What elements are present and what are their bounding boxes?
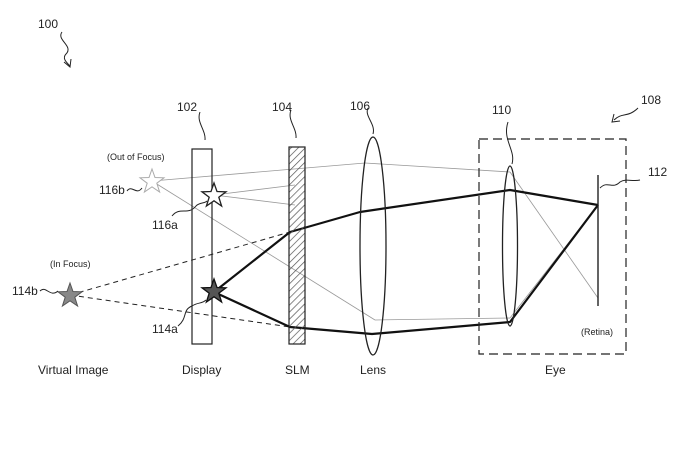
display-ref-leader xyxy=(199,112,205,140)
retina-ref-label: 112 xyxy=(648,165,667,179)
eye-ref-label: 108 xyxy=(641,93,661,107)
in-focus-star-leader xyxy=(40,289,58,293)
eye-ref-leader xyxy=(614,108,638,120)
eye-lens-ref-label: 110 xyxy=(492,103,511,117)
out-of-focus-virtual-star-icon xyxy=(140,169,164,192)
out-of-focus-label: (Out of Focus) xyxy=(107,152,165,162)
eye-lens-ref-leader xyxy=(506,122,512,164)
display-upper-star-icon xyxy=(202,183,226,206)
display-caption: Display xyxy=(182,363,221,377)
out-of-focus-star-ref: 116b xyxy=(99,183,125,197)
virtual-image-caption: Virtual Image xyxy=(38,363,109,377)
lens-element xyxy=(360,137,386,355)
eye-caption: Eye xyxy=(545,363,566,377)
display-upper-star-leader xyxy=(172,201,207,216)
display-panel xyxy=(192,149,212,344)
display-lower-star-icon xyxy=(202,279,226,302)
lens-caption: Lens xyxy=(360,363,386,377)
out-of-focus-star-leader xyxy=(127,188,142,191)
retina-ref-leader xyxy=(600,180,640,188)
slm-ref-leader xyxy=(290,110,296,138)
in-focus-rays xyxy=(214,190,598,334)
in-focus-virtual-star-icon xyxy=(58,283,82,306)
lens-ref-label: 106 xyxy=(350,99,370,113)
display-ref-label: 102 xyxy=(177,100,197,114)
slm-caption: SLM xyxy=(285,363,310,377)
figure-ref-leader xyxy=(61,32,70,66)
in-focus-star-ref: 114b xyxy=(12,284,38,298)
slm-panel xyxy=(289,147,305,344)
retina-caption: (Retina) xyxy=(581,327,613,337)
in-focus-label: (In Focus) xyxy=(50,259,91,269)
figure-ref-label: 100 xyxy=(38,17,58,31)
display-upper-star-ref: 116a xyxy=(152,218,178,232)
slm-ref-label: 104 xyxy=(272,100,292,114)
display-lower-star-ref: 114a xyxy=(152,322,178,336)
